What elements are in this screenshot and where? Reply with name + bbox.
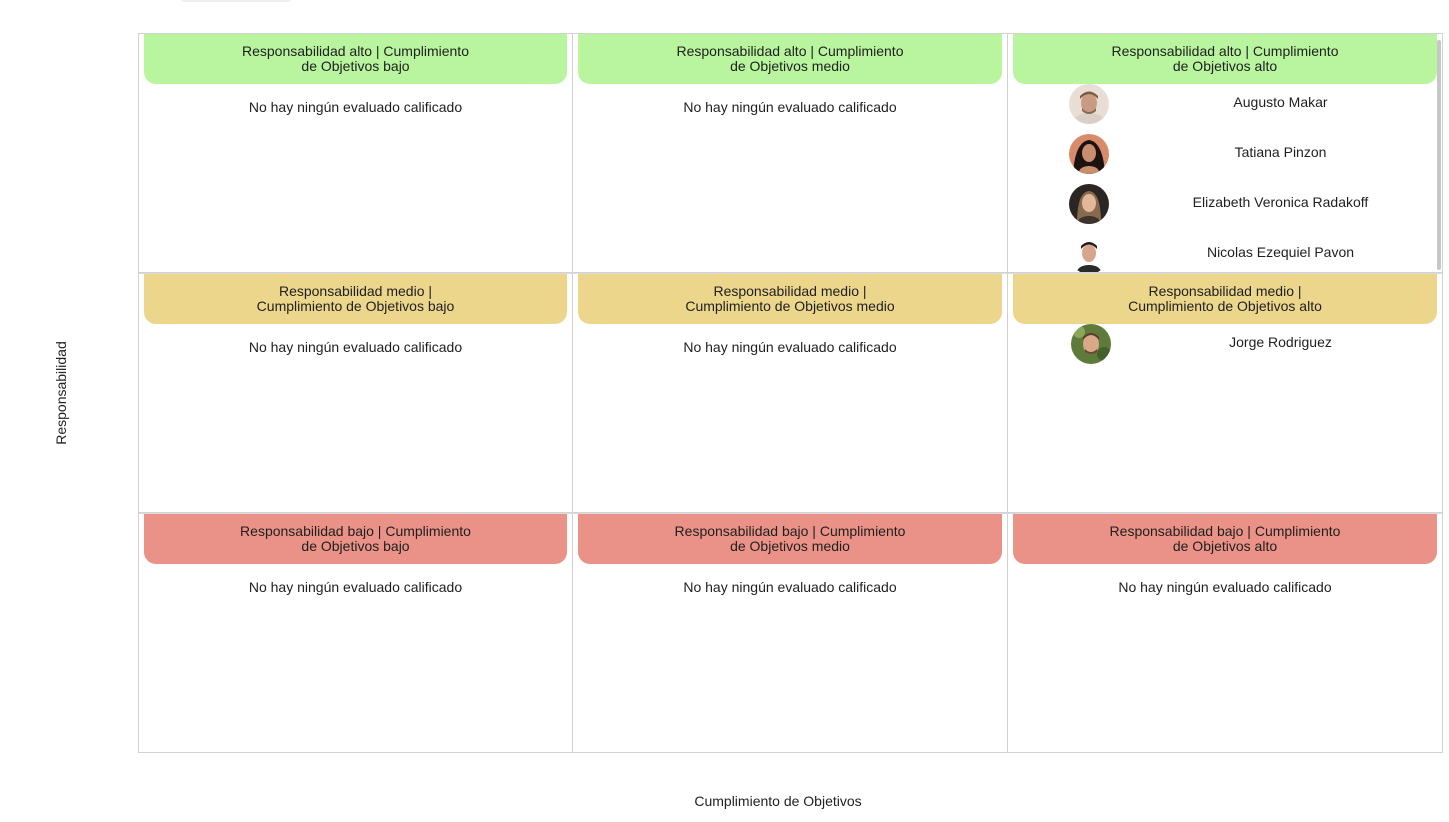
person-name: Jorge Rodriguez <box>1229 334 1332 350</box>
person-list: Augusto Makar Tatiana Pinzon <box>1008 84 1442 272</box>
person-name: Nicolas Ezequiel Pavon <box>1206 244 1355 260</box>
cell-medio-medio: Responsabilidad medio | Cumplimiento de … <box>573 273 1008 513</box>
cell-alto-alto: Responsabilidad alto | Cumplimiento de O… <box>1008 33 1443 273</box>
empty-message: No hay ningún evaluado calificado <box>248 339 463 355</box>
avatar-photo-icon <box>1069 134 1109 174</box>
cell-header: Responsabilidad bajo | Cumplimiento de O… <box>578 514 1002 564</box>
cell-header: Responsabilidad bajo | Cumplimiento de O… <box>1013 514 1437 564</box>
empty-message: No hay ningún evaluado calificado <box>1118 579 1332 595</box>
avatar-photo-icon <box>1069 84 1109 124</box>
empty-message: No hay ningún evaluado calificado <box>248 579 463 595</box>
scrollbar[interactable] <box>1437 40 1441 270</box>
avatar-photo-icon <box>1069 234 1109 272</box>
avatar-photo-icon <box>1069 184 1109 224</box>
nine-box-grid: Responsabilidad alto | Cumplimiento de O… <box>138 33 1443 753</box>
person-item[interactable]: Elizabeth Veronica Radakoff <box>1008 184 1442 234</box>
person-item[interactable]: Nicolas Ezequiel Pavon <box>1008 234 1442 272</box>
cell-header: Responsabilidad alto | Cumplimiento de O… <box>1013 34 1437 84</box>
cell-bajo-alto: Responsabilidad bajo | Cumplimiento de O… <box>1008 513 1443 753</box>
person-item[interactable]: Augusto Makar <box>1008 84 1442 134</box>
cell-header: Responsabilidad bajo | Cumplimiento de O… <box>144 514 567 564</box>
top-tab-edge <box>180 0 292 2</box>
avatar-photo-icon <box>1071 324 1111 364</box>
cell-medio-bajo: Responsabilidad medio | Cumplimiento de … <box>138 273 573 513</box>
cell-header: Responsabilidad medio | Cumplimiento de … <box>1013 274 1437 324</box>
cell-medio-alto: Responsabilidad medio | Cumplimiento de … <box>1008 273 1443 513</box>
person-name: Tatiana Pinzon <box>1234 144 1327 160</box>
person-list: Jorge Rodriguez <box>1008 324 1442 512</box>
empty-message: No hay ningún evaluado calificado <box>683 339 897 355</box>
person-name: Augusto Makar <box>1233 94 1328 110</box>
cell-header: Responsabilidad alto | Cumplimiento de O… <box>144 34 567 84</box>
empty-message: No hay ningún evaluado calificado <box>683 579 897 595</box>
cell-header: Responsabilidad medio | Cumplimiento de … <box>578 274 1002 324</box>
cell-bajo-bajo: Responsabilidad bajo | Cumplimiento de O… <box>138 513 573 753</box>
cell-bajo-medio: Responsabilidad bajo | Cumplimiento de O… <box>573 513 1008 753</box>
cell-header: Responsabilidad medio | Cumplimiento de … <box>144 274 567 324</box>
cell-alto-bajo: Responsabilidad alto | Cumplimiento de O… <box>138 33 573 273</box>
y-axis-label: Responsabilidad <box>53 341 69 445</box>
person-item[interactable]: Jorge Rodriguez <box>1008 324 1442 374</box>
cell-header: Responsabilidad alto | Cumplimiento de O… <box>578 34 1002 84</box>
x-axis-label: Cumplimiento de Objetivos <box>694 793 862 809</box>
person-item[interactable]: Tatiana Pinzon <box>1008 134 1442 184</box>
empty-message: No hay ningún evaluado calificado <box>683 99 897 115</box>
cell-alto-medio: Responsabilidad alto | Cumplimiento de O… <box>573 33 1008 273</box>
empty-message: No hay ningún evaluado calificado <box>248 99 463 115</box>
person-name: Elizabeth Veronica Radakoff <box>1192 194 1369 210</box>
